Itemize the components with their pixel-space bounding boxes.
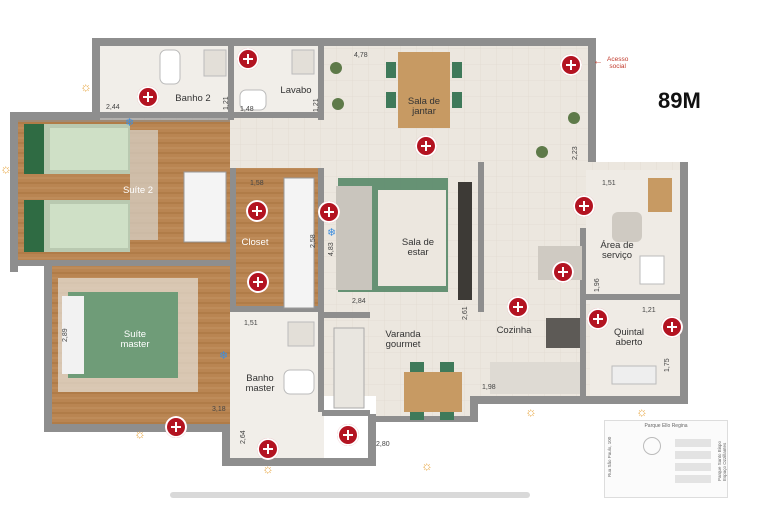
hotspot-suite-master-plus-icon[interactable] [165, 416, 187, 438]
room-label-varanda-gourmet: Varanda gourmet [385, 329, 421, 350]
dimension-label: 1,51 [602, 180, 616, 187]
room-label-sala-jantar: Sala de jantar [407, 96, 441, 117]
room-label-banho-master: Banho master [245, 373, 275, 394]
access-social-label: ← Acesso social [593, 56, 629, 70]
dimension-label: 1,75 [664, 358, 671, 372]
hotspot-entrance-plus-icon[interactable] [560, 54, 582, 76]
bottom-bar [170, 492, 530, 498]
dimension-label: 1,21 [642, 307, 656, 314]
hotspot-banho-master-plus-icon[interactable] [257, 438, 279, 460]
snowflake-icon: ❄ [219, 350, 229, 362]
dimension-label: 3,18 [212, 406, 226, 413]
hotspot-varanda-plus-icon[interactable] [337, 424, 359, 446]
room-label-lavabo: Lavabo [280, 85, 312, 96]
dimension-label: 1,58 [250, 180, 264, 187]
room-label-suite-2: Suíte 2 [122, 185, 154, 196]
building-blocks [675, 439, 711, 483]
hotspot-quintal-plus-icon[interactable] [587, 308, 609, 330]
room-label-sala-estar: Sala de estar [401, 237, 435, 258]
room-label-suite-master: Suíte master [120, 329, 150, 350]
dimension-label: 4,78 [354, 52, 368, 59]
access-social-text: Acesso social [607, 56, 629, 70]
hotspot-closet-plus-icon[interactable] [247, 271, 269, 293]
dimension-label: 2,84 [352, 298, 366, 305]
key-map-right-street: Parque Santo Bispo Espaço Ozzillantes [716, 440, 727, 481]
sun-icon: ☼ [636, 404, 648, 419]
hotspot-cozinha-center-plus-icon[interactable] [507, 296, 529, 318]
arrow-left-icon: ← [593, 56, 603, 67]
room-label-cozinha: Cozinha [496, 325, 532, 336]
dimension-label: 2,44 [106, 104, 120, 111]
compass-icon [643, 437, 661, 455]
dimension-label: 2,58 [310, 234, 317, 248]
walls [10, 38, 688, 466]
snowflake-icon: ❄ [125, 117, 135, 129]
room-label-quintal-aberto: Quintal aberto [613, 327, 645, 348]
hotspot-sala-jantar-plus-icon[interactable] [415, 135, 437, 157]
room-label-area-servico: Área de serviço [600, 240, 634, 261]
dimension-label: 2,64 [240, 430, 247, 444]
dimension-label: 1,21 [313, 98, 320, 112]
sun-icon: ☼ [262, 461, 274, 476]
dimension-label: 4,83 [328, 242, 335, 256]
key-map-left-street: Rua São Paulo, 100 [607, 436, 612, 477]
hotspot-quintal-outer-plus-icon[interactable] [661, 316, 683, 338]
dimension-label: 1,96 [594, 278, 601, 292]
sun-icon: ☼ [80, 79, 92, 94]
area-label: 89M [658, 88, 701, 113]
sun-icon: ☼ [525, 404, 537, 419]
interior-walls [18, 46, 680, 416]
sun-icon: ☼ [0, 161, 12, 176]
dimension-label: 1,51 [244, 320, 258, 327]
hotspot-cozinha-plus-icon[interactable] [552, 261, 574, 283]
sun-icon: ☼ [134, 426, 146, 441]
key-map-title: Parque Ello Regina [644, 423, 688, 429]
dimension-label: 2,61 [462, 306, 469, 320]
hotspot-area-servico-plus-icon[interactable] [573, 195, 595, 217]
furniture [24, 49, 672, 420]
hotspot-suite-2-plus-icon[interactable] [246, 200, 268, 222]
sun-icon: ☼ [421, 458, 433, 473]
dimension-label: 1,21 [223, 96, 230, 110]
hotspot-lavabo-plus-icon[interactable] [237, 48, 259, 70]
dimension-label: 2,80 [376, 441, 390, 448]
hotspot-banho-2-plus-icon[interactable] [137, 86, 159, 108]
dimension-label: 1,98 [482, 384, 496, 391]
location-key-map: Parque Ello Regina Rua São Paulo, 100 Pa… [604, 420, 728, 498]
hotspot-living-wall-plus-icon[interactable] [318, 201, 340, 223]
room-label-banho-2: Banho 2 [175, 93, 211, 104]
dimension-label: 2,23 [572, 146, 579, 160]
snowflake-icon: ❄ [327, 227, 337, 239]
dimension-label: 2,89 [62, 328, 69, 342]
dimension-label: 1,48 [240, 106, 254, 113]
room-label-closet: Closet [241, 237, 269, 248]
